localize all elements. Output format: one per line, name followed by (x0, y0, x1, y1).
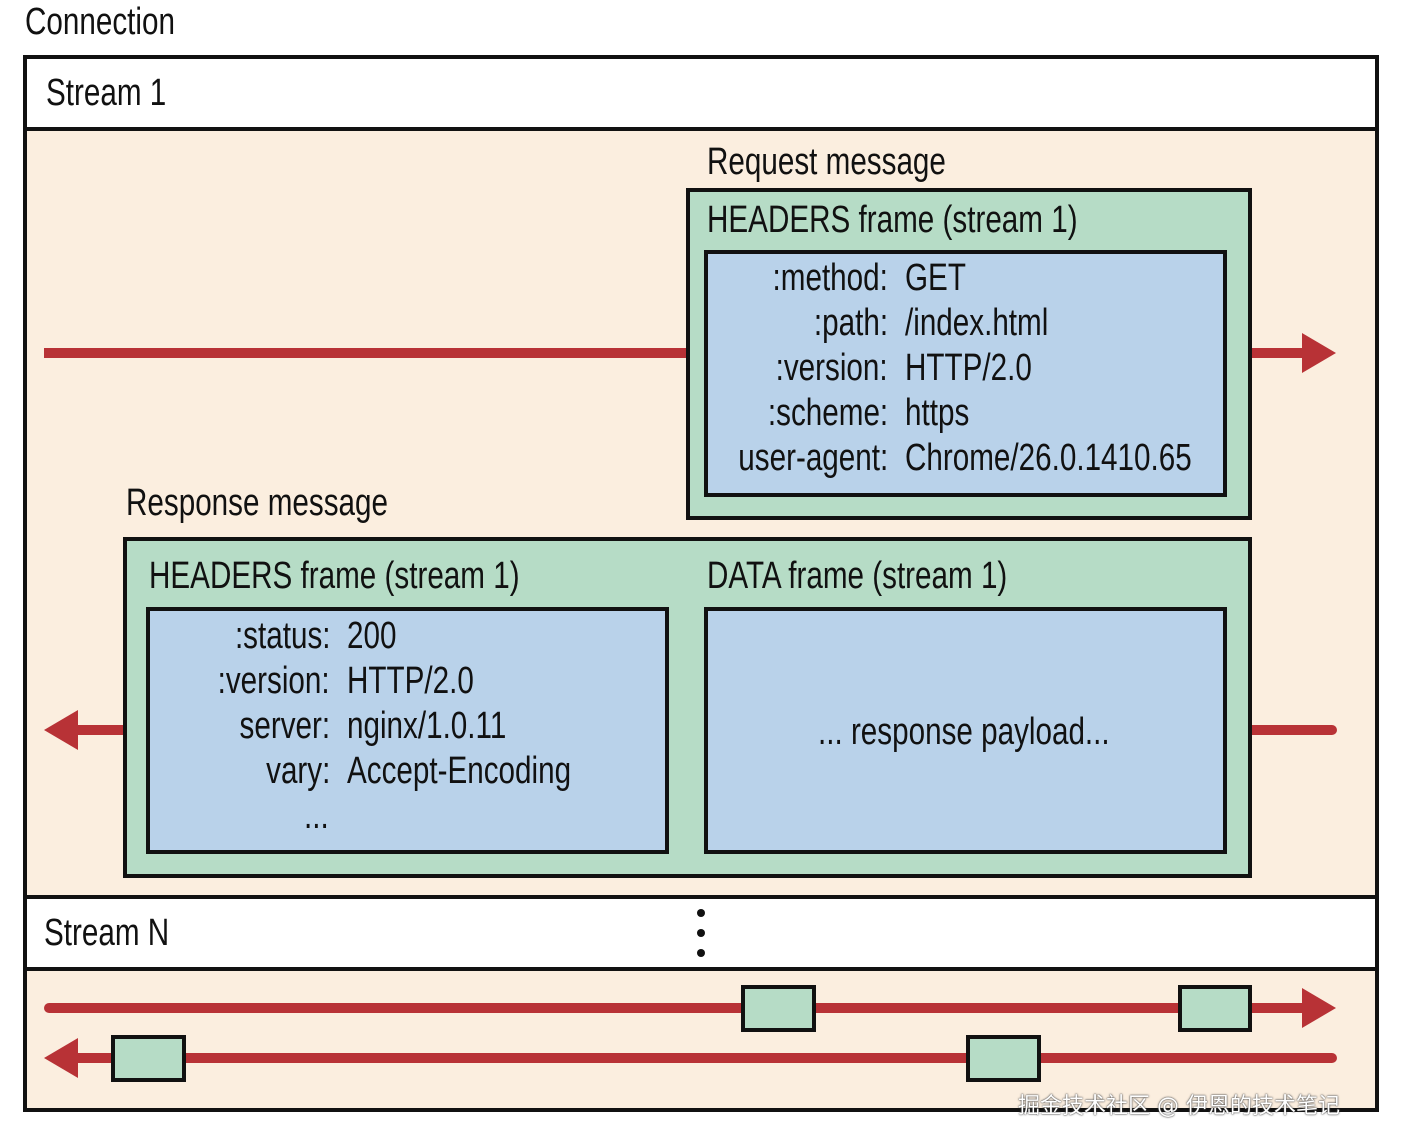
header-key: :path: (813, 302, 888, 344)
response-arrow-line (70, 725, 130, 735)
header-value: 200 (347, 615, 397, 657)
response-payload: ... response payload... (818, 711, 1110, 753)
vertical-ellipsis-dot (697, 949, 705, 957)
vertical-ellipsis-dot (697, 909, 705, 917)
arrow-left-icon (44, 1038, 78, 1078)
header-key: :version: (775, 347, 888, 389)
request-arrow-line (1250, 348, 1306, 358)
frame-block (966, 1035, 1041, 1082)
header-value: /index.html (905, 302, 1049, 344)
header-key: user-agent: (738, 437, 888, 479)
request-message-title: Request message (707, 141, 946, 183)
header-value: Chrome/26.0.1410.65 (905, 437, 1192, 479)
header-key: server: (239, 705, 330, 747)
arrow-right-icon (1302, 988, 1336, 1028)
header-key: :scheme: (767, 392, 888, 434)
frame-block (1178, 985, 1252, 1032)
headers-ellipsis: ... (304, 795, 329, 837)
connection-label: Connection (25, 1, 175, 43)
response-message-title: Response message (126, 482, 388, 524)
header-value: GET (905, 257, 966, 299)
request-arrow-line (44, 348, 690, 358)
connection-box (23, 55, 1379, 1112)
header-value: Accept-Encoding (347, 750, 572, 792)
vertical-ellipsis-dot (697, 929, 705, 937)
streamN-body (27, 971, 1375, 1108)
header-key: :status: (234, 615, 330, 657)
response-headers-frame-title: HEADERS frame (stream 1) (149, 555, 520, 597)
divider (27, 895, 1375, 899)
stream1-header (27, 59, 1375, 127)
header-key: :version: (217, 660, 330, 702)
request-headers-content (704, 250, 1227, 497)
data-frame-content (704, 607, 1227, 854)
watermark: 掘金技术社区 @ 伊恩的技术笔记 (1018, 1094, 1340, 1119)
divider (27, 127, 1375, 131)
header-value: HTTP/2.0 (905, 347, 1032, 389)
frame-block (111, 1035, 186, 1082)
data-frame-title: DATA frame (stream 1) (707, 555, 1008, 597)
header-key: vary: (265, 750, 330, 792)
arrow-left-icon (44, 710, 78, 750)
streamN-label: Stream N (44, 912, 170, 954)
incoming-frames-line (70, 1053, 1337, 1063)
arrow-right-icon (1302, 333, 1336, 373)
header-key: :method: (772, 257, 888, 299)
header-value: HTTP/2.0 (347, 660, 474, 702)
stream1-label: Stream 1 (46, 72, 167, 114)
header-value: https (905, 392, 970, 434)
frame-block (741, 985, 816, 1032)
response-headers-content (146, 607, 669, 854)
outgoing-frames-line (44, 1003, 1308, 1013)
divider (27, 967, 1375, 971)
request-frame-title: HEADERS frame (stream 1) (707, 199, 1078, 241)
header-value: nginx/1.0.11 (347, 705, 507, 747)
response-arrow-line (1250, 725, 1337, 735)
